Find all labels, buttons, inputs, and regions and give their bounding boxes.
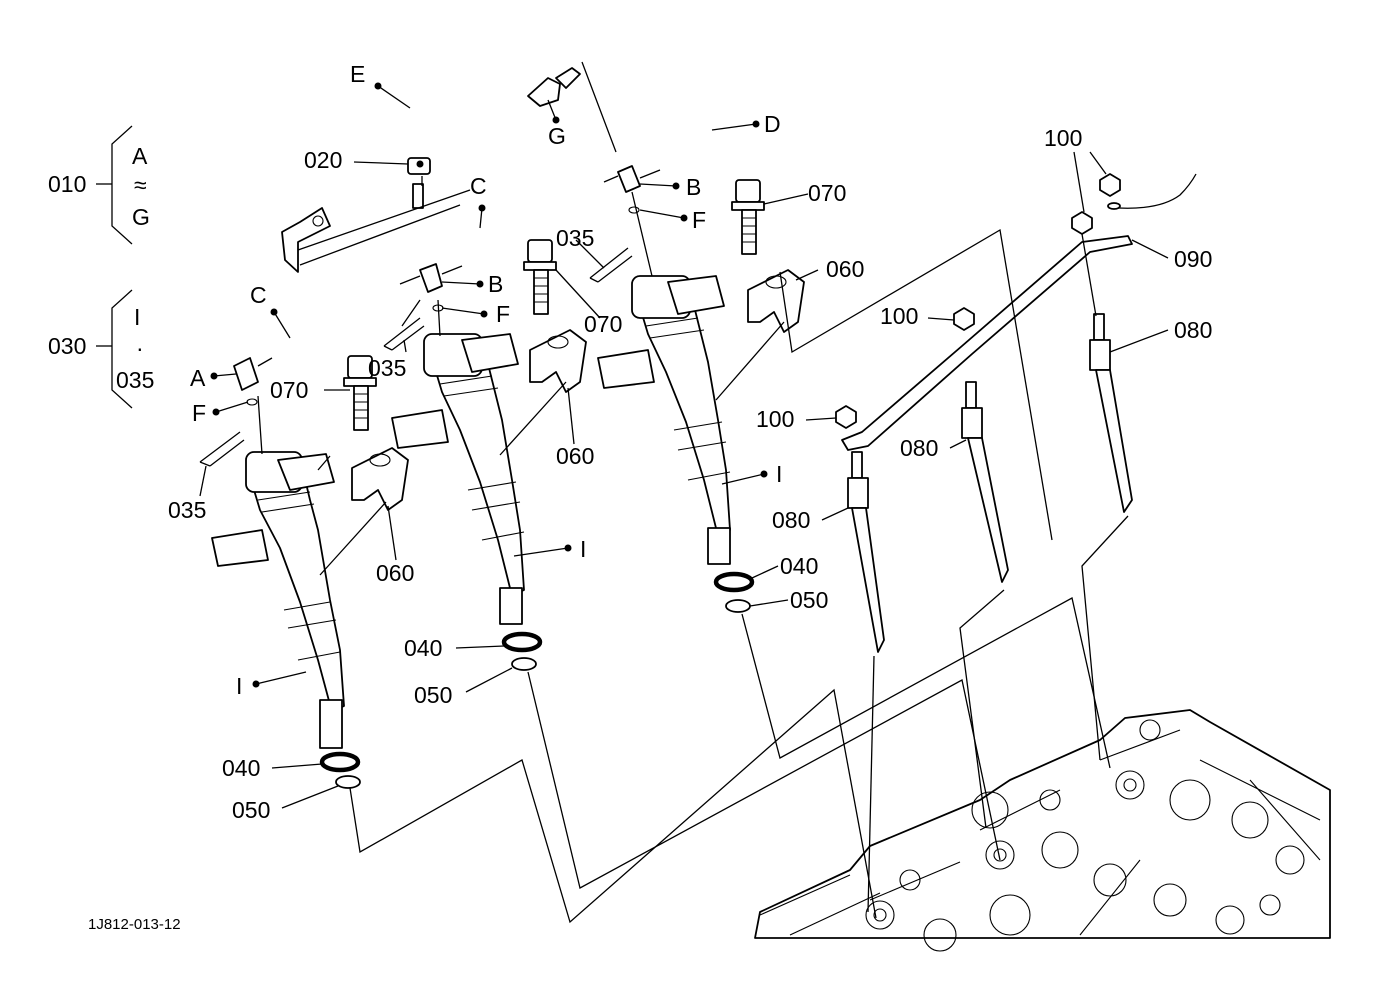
clamp-060-2: [529, 329, 587, 393]
callout-label: 040: [780, 553, 818, 579]
callout-label: 100: [880, 303, 918, 329]
nuts-100: [835, 173, 1121, 429]
glow-plug-080-2: [961, 381, 1009, 583]
callout-label: B: [686, 174, 701, 200]
callout-label: G: [548, 123, 566, 149]
callout-label: 035: [368, 355, 406, 381]
lead-wire: [1117, 173, 1197, 209]
callout-label: 040: [404, 635, 442, 661]
group-010-bottom: G: [132, 204, 150, 230]
glow-plug-lead-090: [841, 235, 1133, 451]
callout-label: 050: [790, 587, 828, 613]
bolt-070-3: [731, 179, 765, 255]
clip-035-3: [589, 247, 633, 283]
injector-2: [391, 333, 525, 625]
callout-label: 040: [222, 755, 260, 781]
o-ring-040-3: [713, 571, 755, 593]
center-lines: [257, 61, 1129, 924]
callout-label: 070: [584, 311, 622, 337]
callout-label: 090: [1174, 246, 1212, 272]
clip-035-1: [199, 431, 245, 467]
callout-label: 035: [556, 225, 594, 251]
callout-label: F: [692, 207, 706, 233]
group-labels: 010 A ≈ G 030 I · 035: [48, 143, 154, 393]
group-bracket-010: [96, 125, 133, 245]
group-010-top: A: [132, 143, 148, 169]
callout-label: I: [236, 673, 242, 699]
group-010-code: 010: [48, 171, 86, 197]
group-030-bottom: 035: [116, 367, 154, 393]
return-pipe-assembly: [233, 67, 718, 391]
callout-labels: E G D 020 C B F 070 060 035 C B F 070 A …: [168, 61, 1212, 823]
callout-label: 080: [772, 507, 810, 533]
clip-035-2: [383, 317, 425, 351]
washer-050-1: [335, 775, 361, 789]
washer-050-3: [725, 599, 751, 613]
glow-plug-080-1: [847, 451, 885, 653]
callout-label: 035: [168, 497, 206, 523]
clamp-060-1: [351, 447, 409, 511]
diagram-code: 1J812-013-12: [88, 916, 181, 933]
callout-label: 070: [808, 180, 846, 206]
callout-label: B: [488, 271, 503, 297]
callout-label: C: [250, 282, 267, 308]
injector-3: [597, 275, 731, 565]
callout-label: A: [190, 365, 206, 391]
callout-label: 100: [756, 406, 794, 432]
group-010-middle: ≈: [134, 172, 147, 198]
washer-050-2: [511, 657, 537, 671]
callout-label: F: [192, 400, 206, 426]
callout-label: E: [350, 61, 365, 87]
group-bracket-030: [96, 289, 133, 409]
callout-label: F: [496, 301, 510, 327]
callout-label: I: [776, 461, 782, 487]
callout-label: 080: [1174, 317, 1212, 343]
callout-label: 080: [900, 435, 938, 461]
clamp-060-3: [747, 269, 805, 333]
injector-1: [211, 451, 345, 749]
cylinder-head: [754, 709, 1331, 952]
callout-label: 050: [232, 797, 270, 823]
callout-label: 060: [376, 560, 414, 586]
bolt-070-1: [343, 355, 377, 431]
callout-label: 100: [1044, 125, 1082, 151]
callout-label: 060: [826, 256, 864, 282]
glow-plug-080-3: [1089, 313, 1133, 513]
callout-label: 020: [304, 147, 342, 173]
o-ring-040-1: [319, 751, 361, 773]
leader-lines: [199, 82, 1169, 809]
callout-label: 070: [270, 377, 308, 403]
o-ring-040-2: [501, 631, 543, 653]
callout-label: D: [764, 111, 781, 137]
callout-label: I: [580, 536, 586, 562]
callout-label: C: [470, 173, 487, 199]
group-030-middle: ·: [136, 335, 144, 361]
callout-label: 060: [556, 443, 594, 469]
callout-label: 050: [414, 682, 452, 708]
group-030-code: 030: [48, 333, 86, 359]
group-030-top: I: [134, 304, 140, 330]
bolt-070-2: [523, 239, 557, 315]
